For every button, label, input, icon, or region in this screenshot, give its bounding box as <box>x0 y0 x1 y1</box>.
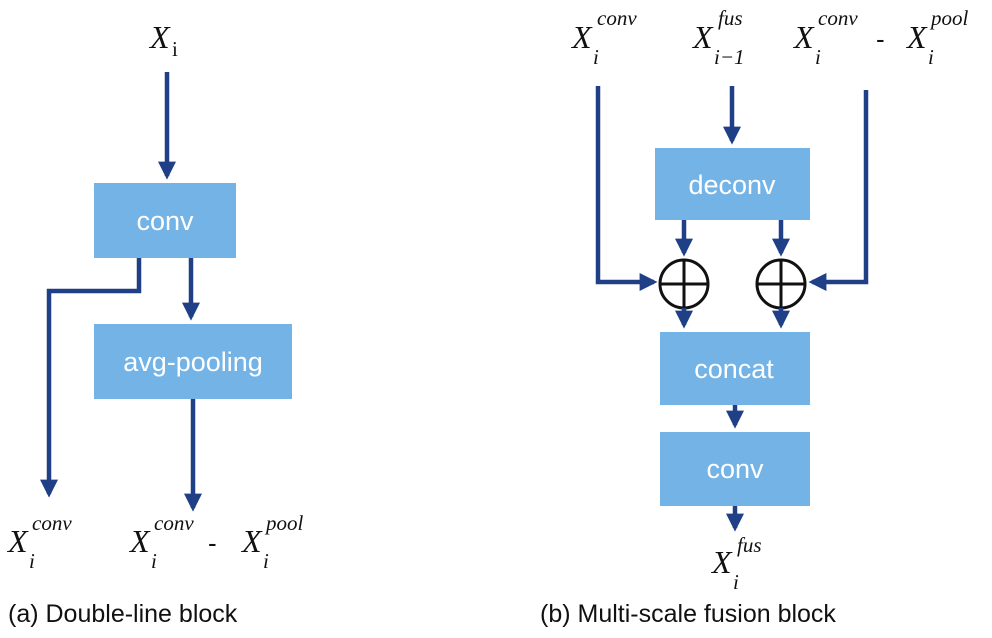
adder-right-icon <box>755 258 807 310</box>
var-sub: i <box>172 37 178 61</box>
var-base: X <box>710 544 733 580</box>
block-b-input-conv: X conv i <box>570 6 637 69</box>
var-sub: i−1 <box>714 45 745 69</box>
var-sub: i <box>733 570 739 594</box>
var-sup: fus <box>718 6 743 30</box>
var-sub: i <box>928 45 934 69</box>
separator: - <box>208 528 217 558</box>
var-base: X <box>128 523 151 559</box>
var-sub: i <box>263 549 269 573</box>
var-sub: i <box>151 549 157 573</box>
var-base: X <box>905 19 928 55</box>
var-sup: pool <box>929 6 969 30</box>
var-sub: i <box>29 549 35 573</box>
var-base: X <box>6 523 29 559</box>
separator: - <box>876 24 885 54</box>
block-b-input-conv-pool: X conv i - X pool i <box>792 6 969 69</box>
block-b-input-fus: X fus i−1 <box>691 6 745 69</box>
var-sup: conv <box>32 511 72 535</box>
var-sup: conv <box>154 511 194 535</box>
arrow-convpool-to-adder-right <box>808 90 869 291</box>
block-b-concat-box: concat <box>660 332 810 405</box>
var-base: X <box>148 19 171 55</box>
block-b-deconv-box: deconv <box>655 148 810 220</box>
var-sub: i <box>593 45 599 69</box>
box-label: conv <box>706 454 764 484</box>
block-a-conv-box: conv <box>94 183 236 258</box>
arrow-conv-to-left-output <box>40 258 142 498</box>
var-base: X <box>792 19 815 55</box>
var-sup: conv <box>597 6 637 30</box>
arrow-conv-to-adder-left <box>595 86 658 291</box>
var-sup: conv <box>818 6 858 30</box>
var-base: X <box>240 523 263 559</box>
block-a-input-label: X i <box>148 19 178 61</box>
box-label: concat <box>694 354 774 384</box>
double-line-block: X i conv avg-pooling X conv i X conv <box>6 19 304 628</box>
var-base: X <box>691 19 714 55</box>
var-sup: fus <box>737 533 762 557</box>
caption-b: (b) Multi-scale fusion block <box>540 600 836 628</box>
box-label: deconv <box>688 170 776 200</box>
box-label: conv <box>136 206 194 236</box>
caption-a: (a) Double-line block <box>8 600 238 628</box>
block-a-output-right: X conv i - X pool i <box>128 511 304 573</box>
block-b-output-label: X fus i <box>710 533 762 594</box>
var-base: X <box>570 19 593 55</box>
block-a-output-left: X conv i <box>6 511 72 573</box>
block-b-conv-box: conv <box>660 432 810 506</box>
block-a-avgpool-box: avg-pooling <box>94 324 292 399</box>
adder-left-icon <box>658 258 710 310</box>
var-sup: pool <box>264 511 304 535</box>
var-sub: i <box>815 45 821 69</box>
multi-scale-fusion-block: X conv i X fus i−1 X conv i - X pool i d… <box>540 6 969 628</box>
box-label: avg-pooling <box>123 347 263 377</box>
